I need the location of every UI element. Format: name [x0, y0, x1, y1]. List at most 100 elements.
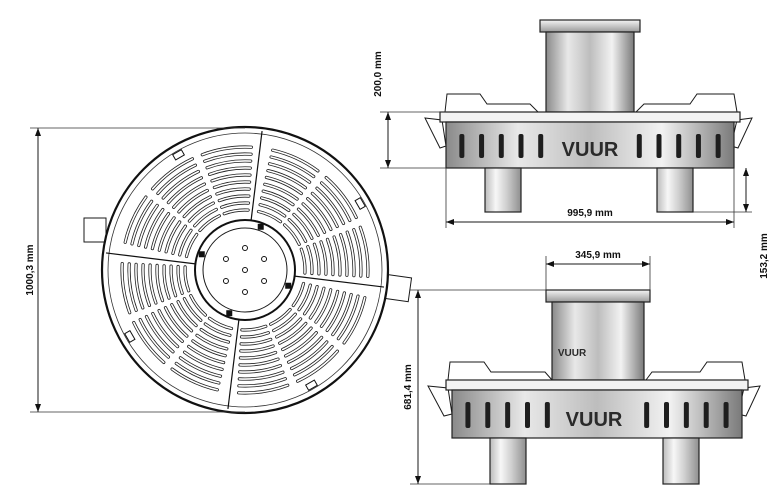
grate-slot-inner: [265, 176, 303, 195]
grate-slot-inner: [124, 196, 147, 244]
grate-slot-inner: [139, 318, 170, 358]
grate-slot-inner: [145, 315, 174, 353]
hub-hole: [261, 278, 268, 284]
grate-slot-inner: [241, 325, 267, 331]
grate-slot-inner: [158, 217, 175, 251]
vent-slot: [644, 402, 650, 428]
grate-slot-inner: [178, 189, 209, 213]
vent-slot: [538, 134, 544, 158]
side-top-rim: [439, 111, 741, 123]
grate-slot-inner: [315, 289, 332, 323]
side-bottom-vent-slots: [465, 402, 729, 428]
grate-slot-inner: [177, 265, 183, 295]
grate-slot-inner: [269, 308, 291, 325]
grate-slot-inner: [268, 163, 311, 183]
plan-handle-left: [83, 217, 107, 243]
hub-hole: [242, 289, 248, 295]
dim-plan-diameter-label: 1000,3 mm: [25, 244, 36, 295]
hub-hole: [242, 245, 248, 251]
grate-slot-inner: [203, 153, 252, 162]
grate-slot-inner: [164, 306, 188, 337]
grate-slot-inner: [144, 208, 164, 248]
grate-slot-inner: [142, 263, 151, 307]
rim-tab: [124, 329, 136, 344]
grate-slot-inner: [237, 384, 289, 394]
vent-slot: [459, 134, 465, 158]
vent-slot: [695, 134, 701, 158]
grate-slot-inner: [171, 368, 219, 391]
grate-slot-inner: [296, 350, 339, 382]
hub-bolt: [257, 223, 264, 230]
vent-slot: [636, 134, 642, 158]
dim-plan-diameter: 1000,3 mm: [25, 127, 245, 413]
vent-slot: [485, 402, 491, 428]
vent-slot: [676, 134, 682, 158]
grate-slot-inner: [162, 170, 200, 199]
grate-slot-inner: [281, 327, 312, 351]
grate-slot-inner: [284, 331, 318, 357]
grate-slot-inner: [201, 146, 253, 156]
grate-slot-inner: [239, 358, 279, 366]
vent-slot: [683, 402, 689, 428]
grate-slot-inner: [307, 245, 313, 275]
grate-slot-inner: [316, 187, 345, 225]
grate-slot-inner: [313, 243, 320, 275]
side-view-top: VUUR: [424, 19, 753, 213]
grate-slot-inner: [259, 203, 286, 217]
side-top-leg-right: [656, 167, 694, 213]
grate-slot-inner: [179, 357, 222, 377]
grate-slot-inner: [170, 265, 177, 297]
grate-slot-inner: [272, 313, 297, 332]
vent-slot: [723, 402, 729, 428]
vent-slot: [715, 134, 721, 158]
grate-slot-inner: [303, 285, 318, 315]
dim-upper-width: 995,9 mm: [445, 168, 735, 228]
side-bottom-handle-right: [645, 361, 746, 381]
dim-total-height-label: 681,4 mm: [403, 364, 414, 410]
vent-slot: [544, 402, 550, 428]
grate-slot-inner: [220, 202, 250, 208]
segment-divider: [250, 130, 263, 221]
grate-slot-inner: [311, 192, 338, 228]
rim-tab: [304, 379, 319, 391]
grate-slot-inner: [287, 336, 323, 363]
grate-slot-inner: [183, 297, 202, 322]
side-view-bottom: VUUR VUUR: [427, 289, 761, 485]
grate-slot-inner: [172, 225, 187, 255]
grate-slot-inner: [283, 224, 300, 246]
grate-slot-inner: [151, 212, 170, 250]
grate-slot-inner: [206, 160, 252, 169]
dim-leg-height: 153,2 mm: [693, 168, 770, 279]
hub-bolt: [198, 251, 205, 258]
rim-tab: [171, 149, 186, 161]
grate-slot-inner: [257, 210, 282, 223]
grate-slot-inner: [271, 149, 319, 172]
grate-slot-inner: [183, 196, 212, 218]
grate-slot-inner: [326, 292, 346, 332]
vent-slot: [498, 134, 504, 158]
grate-slot-inner: [121, 262, 131, 314]
side-top-logo: VUUR: [562, 139, 619, 161]
grate-slot-inner: [297, 208, 319, 237]
grate-slot-inner: [278, 322, 307, 344]
grate-slot-inner: [325, 176, 357, 219]
grate-slot-inner: [163, 265, 170, 299]
side-bottom-handle-left: [447, 361, 553, 381]
grate-slot-inner: [238, 371, 284, 380]
side-bottom-leg-right: [662, 437, 700, 485]
grate-slot-inner: [152, 312, 179, 348]
grate-slot-inner: [138, 204, 158, 247]
dim-chimney-width-label: 345,9 mm: [575, 250, 621, 261]
grate-slot-inner: [343, 296, 366, 344]
grate-slot-inner: [167, 177, 203, 204]
side-bottom-rim: [445, 379, 749, 391]
grate-slot-inner: [135, 263, 144, 309]
hub-hole: [242, 267, 248, 273]
vent-slot: [703, 402, 709, 428]
grate-slot-inner: [275, 318, 302, 338]
vent-slot: [465, 402, 471, 428]
grate-slot-inner: [223, 209, 249, 215]
grate-slot-inner: [320, 290, 339, 328]
grate-slot-inner: [184, 266, 190, 292]
dim-upper-width-label: 995,9 mm: [567, 208, 613, 219]
